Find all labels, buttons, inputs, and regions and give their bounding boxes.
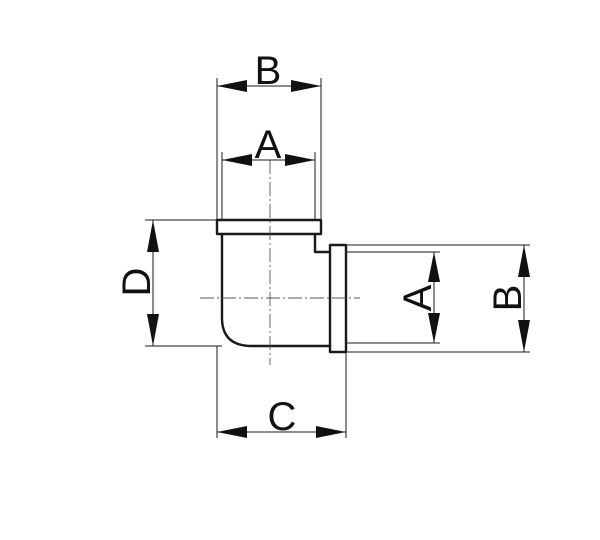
top-socket-rim [215,218,323,236]
arrow-head [217,80,247,92]
arrow-head [285,154,315,166]
arrow-head [428,252,440,282]
dimension-right-a: A [396,252,440,343]
arrow-head [316,426,346,438]
arrow-head [518,320,530,352]
dimension-top-b: B [217,49,321,93]
extension-lines [145,78,530,438]
center-lines [200,160,360,365]
label-bottom-c: C [268,395,297,439]
arrow-head [217,426,247,438]
label-right-b: B [486,285,530,312]
arrow-head [147,220,159,252]
arrow-head [428,313,440,343]
dimension-right-b: B [486,245,530,352]
dimension-left-d: D [115,220,159,346]
arrow-head [222,154,252,166]
label-right-a: A [396,284,440,311]
arrow-head [291,80,321,92]
right-socket-rim [328,243,348,354]
dimension-top-a: A [222,123,315,167]
label-top-b: B [255,49,282,93]
arrow-head [147,314,159,346]
label-left-d: D [115,268,159,297]
elbow-fitting-outline [215,218,348,354]
arrow-head [518,245,530,277]
elbow-body [220,232,332,348]
label-top-a: A [255,123,282,167]
dimension-bottom-c: C [217,395,346,439]
